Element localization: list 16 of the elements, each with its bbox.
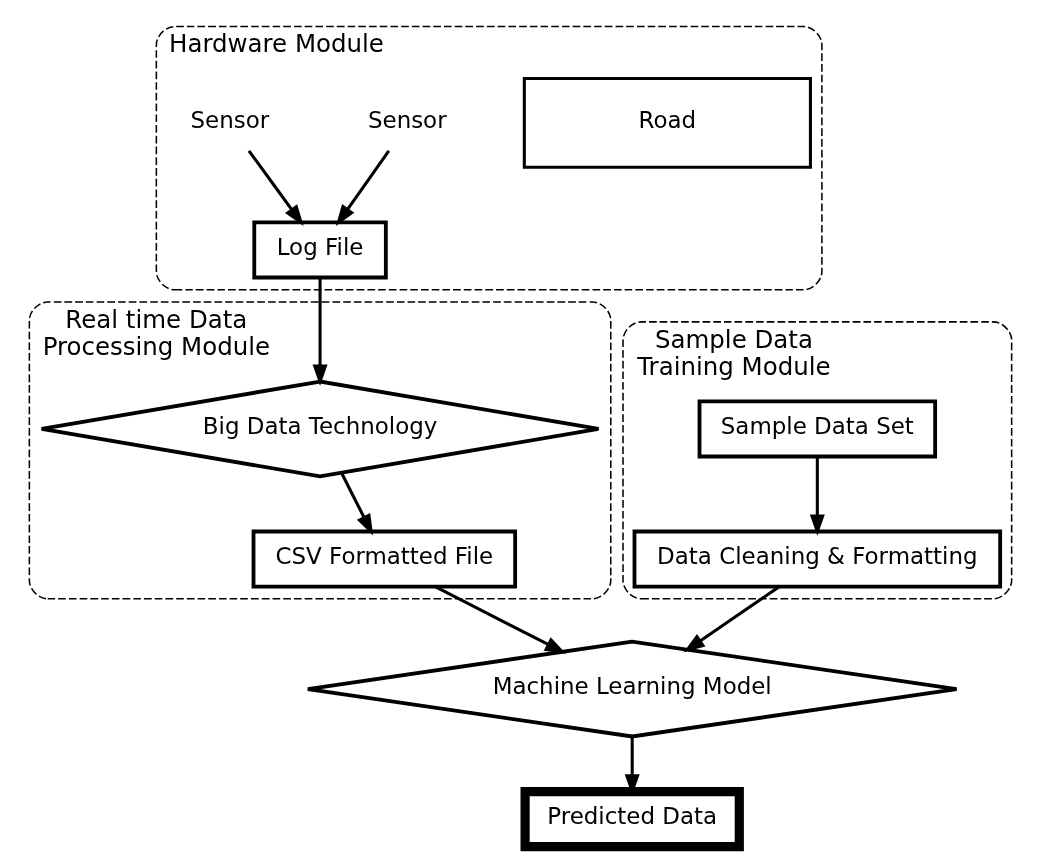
arrow [312,278,328,386]
arrow [683,585,780,653]
arrow [434,585,566,654]
node-text: Sensor [189,107,269,134]
node-box: Predicted Data [520,787,744,852]
node-text: Sensor [367,107,447,134]
arrow [247,149,304,226]
node-box: Road [522,77,812,169]
node-diamond: Big Data Technology [39,379,600,479]
node-box: Sample Data Set [697,399,937,459]
arrow [335,149,390,226]
node-box: Data Cleaning & Formatting [632,529,1002,589]
node-box: Log File [251,220,388,280]
arrow [339,472,373,536]
node-box: CSV Formatted File [251,529,517,589]
arrow [809,456,825,536]
